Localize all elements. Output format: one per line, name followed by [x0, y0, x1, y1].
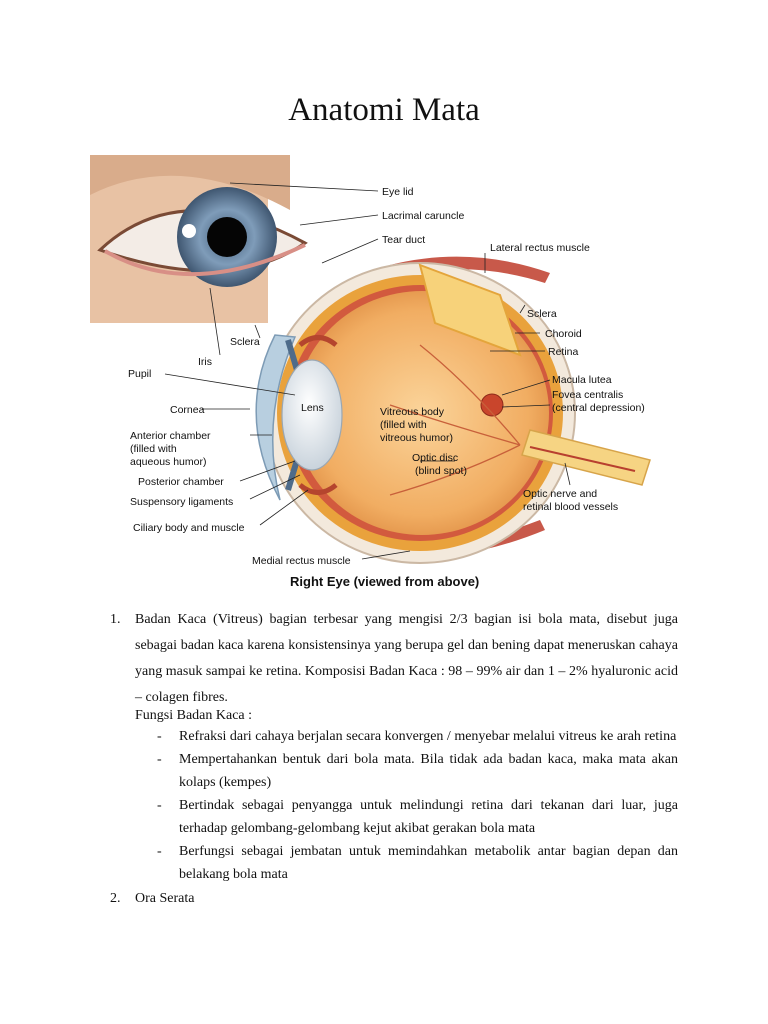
label-lateral-rectus: Lateral rectus muscle	[490, 242, 590, 254]
bullet-marker: -	[157, 729, 162, 744]
eye-anatomy-illustration: Eye lid Lacrimal caruncle Tear duct Late…	[90, 155, 651, 589]
bullet-marker: -	[157, 844, 162, 859]
page-title: Anatomi Mata	[288, 92, 480, 128]
label-pupil: Pupil	[128, 368, 151, 380]
list-item-1: 1. Badan Kaca (Vitreus) bagian terbesar …	[110, 607, 678, 886]
label-eye-lid: Eye lid	[382, 186, 414, 198]
list-item: - Bertindak sebagai penyangga untuk meli…	[135, 794, 678, 840]
eye-anatomy-figure: Eye lid Lacrimal caruncle Tear duct Late…	[90, 155, 680, 595]
label-sclera-right: Sclera	[527, 308, 557, 320]
label-retina: Retina	[548, 346, 579, 358]
label-ciliary: Ciliary body and muscle	[133, 522, 245, 534]
label-lens: Lens	[301, 402, 324, 414]
label-anterior-1: Anterior chamber	[130, 430, 211, 442]
label-optic-disc-2: (blind spot)	[415, 465, 467, 477]
label-optic-nerve-1: Optic nerve and	[523, 488, 597, 500]
bullet-text: Refraksi dari cahaya berjalan secara kon…	[179, 729, 677, 744]
bullet-text: Bertindak sebagai penyangga untuk melind…	[179, 798, 678, 836]
label-sclera-left: Sclera	[230, 336, 260, 348]
label-cornea: Cornea	[170, 404, 205, 416]
label-medial-rectus: Medial rectus muscle	[252, 555, 351, 567]
pupil-photo	[207, 217, 247, 257]
label-optic-nerve-2: retinal blood vessels	[523, 501, 618, 513]
figure-caption: Right Eye (viewed from above)	[290, 574, 479, 589]
label-vitreous-1: Vitreous body	[380, 406, 445, 418]
macula-lutea	[480, 393, 504, 417]
label-choroid: Choroid	[545, 328, 582, 340]
label-lacrimal-caruncle: Lacrimal caruncle	[382, 210, 464, 222]
list-item: - Berfungsi sebagai jembatan untuk memin…	[135, 840, 678, 886]
content: 1. Badan Kaca (Vitreus) bagian terbesar …	[110, 607, 678, 912]
optic-nerve	[521, 429, 651, 486]
lens	[281, 359, 343, 471]
external-eye-photo	[90, 155, 308, 323]
bullet-marker: -	[157, 798, 162, 813]
label-posterior-chamber: Posterior chamber	[138, 476, 224, 488]
label-fovea-1: Fovea centralis	[552, 389, 623, 401]
item-number: 1.	[110, 612, 121, 627]
ora-serata-text: Ora Serata	[135, 891, 195, 906]
label-iris: Iris	[198, 356, 212, 368]
list-item: - Mempertahankan bentuk dari bola mata. …	[135, 748, 678, 794]
label-macula-lutea: Macula lutea	[552, 374, 612, 386]
list-item: - Refraksi dari cahaya berjalan secara k…	[135, 725, 678, 748]
label-suspensory: Suspensory ligaments	[130, 496, 233, 508]
label-anterior-2: (filled with	[130, 443, 177, 455]
bullet-text: Mempertahankan bentuk dari bola mata. Bi…	[179, 752, 678, 790]
fungsi-list: - Refraksi dari cahaya berjalan secara k…	[135, 725, 678, 886]
cornea	[255, 334, 297, 501]
fungsi-heading: Fungsi Badan Kaca :	[135, 708, 253, 723]
label-optic-disc-1: Optic disc	[412, 452, 458, 464]
vitreus-paragraph: Badan Kaca (Vitreus) bagian terbesar yan…	[135, 612, 678, 705]
eyeball-section	[255, 262, 651, 564]
item-number: 2.	[110, 891, 121, 906]
label-vitreous-3: vitreous humor)	[380, 432, 453, 444]
label-tear-duct: Tear duct	[382, 234, 425, 246]
bullet-text: Berfungsi sebagai jembatan untuk meminda…	[179, 844, 678, 882]
label-anterior-3: aqueous humor)	[130, 456, 206, 468]
label-fovea-2: (central depression)	[552, 402, 645, 414]
list-item-2: 2. Ora Serata	[110, 886, 678, 912]
label-vitreous-2: (filled with	[380, 419, 427, 431]
bullet-marker: -	[157, 752, 162, 767]
leader-lines	[164, 182, 571, 560]
